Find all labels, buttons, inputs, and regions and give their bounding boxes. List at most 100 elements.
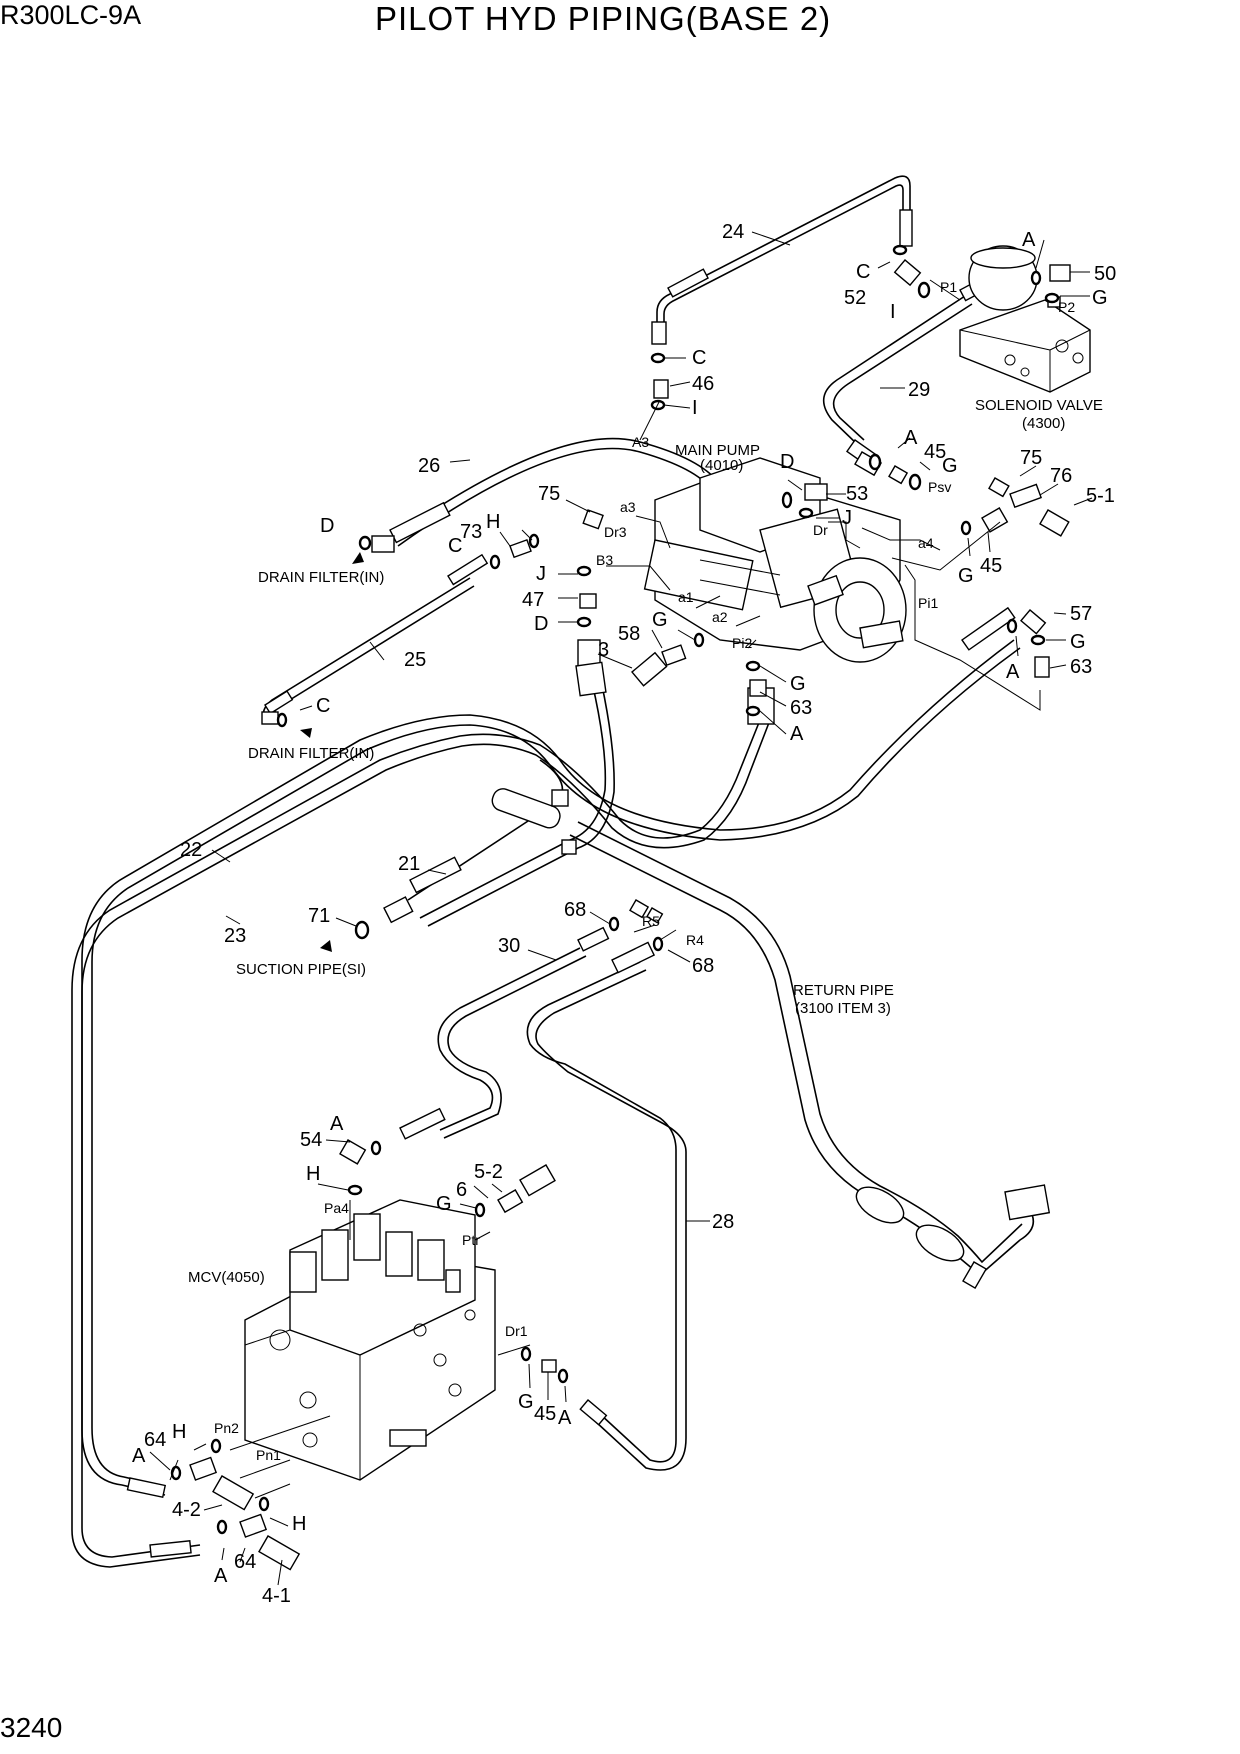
callout: 5-2: [474, 1161, 503, 1183]
callout: 45: [980, 555, 1002, 577]
port-label: P1: [940, 279, 957, 295]
callout: J: [842, 507, 852, 529]
leader-lines: [149, 231, 1093, 1586]
port-label: a4: [918, 535, 934, 551]
port-label: Pa4: [324, 1200, 349, 1216]
callout: C: [316, 695, 330, 717]
callout: 45: [534, 1403, 556, 1425]
callout: 52: [844, 287, 866, 309]
port-label: a2: [712, 609, 728, 625]
callout: 22: [180, 839, 202, 861]
callout: 5-1: [1086, 485, 1115, 507]
note-main-pump-no: (4010): [700, 457, 743, 474]
port-label: R5: [642, 913, 660, 929]
callout: 73: [460, 521, 482, 543]
port-label: A3: [632, 434, 649, 450]
callout: 28: [712, 1211, 734, 1233]
note-main-pump: MAIN PUMP: [675, 442, 760, 459]
note-drain-filter-1: DRAIN FILTER(IN): [258, 569, 384, 586]
callout: 46: [692, 373, 714, 395]
callout: G: [652, 609, 668, 631]
return-pipe: [569, 821, 1051, 1290]
callout: A: [904, 427, 918, 449]
callout: A: [1006, 661, 1020, 683]
callout: 53: [846, 483, 868, 505]
port-label: Dr3: [604, 524, 627, 540]
hose-24: [651, 175, 913, 345]
main-pump: [643, 457, 907, 663]
hose-21: [383, 759, 564, 924]
o-rings: [170, 244, 1060, 1535]
arrows: [300, 552, 364, 952]
note-mcv: MCV(4050): [188, 1269, 265, 1286]
callout: G: [942, 455, 958, 477]
callout: H: [306, 1163, 320, 1185]
hose-3: [419, 639, 615, 927]
callout: 30: [498, 935, 520, 957]
callout: C: [692, 347, 706, 369]
callout: G: [1070, 631, 1086, 653]
port-label: a1: [678, 589, 694, 605]
callout: 58: [618, 623, 640, 645]
callout: A: [214, 1565, 228, 1587]
callout: A: [1022, 229, 1036, 251]
hose-25: [261, 553, 489, 725]
callout: 4-2: [172, 1499, 201, 1521]
hose-30: [399, 926, 610, 1140]
callout: C: [448, 535, 462, 557]
port-label: R4: [686, 932, 704, 948]
callout: 57: [1070, 603, 1092, 625]
port-label: B3: [596, 552, 613, 568]
callout: A: [330, 1113, 344, 1135]
callout: 3: [598, 639, 609, 661]
port-label: P2: [1058, 299, 1075, 315]
callout: 54: [300, 1129, 322, 1151]
callout: D: [780, 451, 794, 473]
port-label: Ptr: [462, 1232, 480, 1248]
note-drain-filter-2: DRAIN FILTER(IN): [248, 745, 374, 762]
callout: 47: [522, 589, 544, 611]
fittings: [189, 259, 1071, 1571]
callout: H: [486, 511, 500, 533]
arrow-icon: [352, 552, 364, 564]
port-lines: [229, 279, 1041, 1499]
port-label: Dr: [813, 522, 828, 538]
mcv: [244, 1199, 496, 1481]
callout: 4-1: [262, 1585, 291, 1607]
callout: 6: [456, 1179, 467, 1201]
callout: I: [890, 301, 896, 323]
callout: 63: [1070, 656, 1092, 678]
callout: G: [518, 1391, 534, 1413]
callout: 75: [538, 483, 560, 505]
model-number: R300LC-9A: [0, 0, 142, 30]
callout: 50: [1094, 263, 1116, 285]
note-return-pipe: RETURN PIPE: [793, 982, 894, 999]
callout: G: [436, 1193, 452, 1215]
callout: 21: [398, 853, 420, 875]
callout: J: [536, 563, 546, 585]
callout: 68: [692, 955, 714, 977]
arrow-icon: [320, 940, 332, 952]
note-return-pipe-ref: (3100 ITEM 3): [795, 1000, 891, 1017]
callout: I: [692, 397, 698, 419]
tank-cylinder: [491, 788, 577, 855]
note-solenoid-valve-no: (4300): [1022, 415, 1065, 432]
solenoid-valve: [959, 245, 1091, 393]
page-number: 3240: [0, 1712, 63, 1743]
callout: G: [1092, 287, 1108, 309]
port-label: a3: [620, 499, 636, 515]
port-label: Psv: [928, 479, 951, 495]
callout: 29: [908, 379, 930, 401]
page-title: PILOT HYD PIPING(BASE 2): [375, 0, 832, 37]
port-label: Dr1: [505, 1323, 528, 1339]
callout: C: [856, 261, 870, 283]
callout: 45: [924, 441, 946, 463]
callout: 64: [144, 1429, 166, 1451]
callout: 76: [1050, 465, 1072, 487]
callout: 25: [404, 649, 426, 671]
callout: H: [292, 1513, 306, 1535]
callout: G: [958, 565, 974, 587]
callout: 64: [234, 1551, 256, 1573]
